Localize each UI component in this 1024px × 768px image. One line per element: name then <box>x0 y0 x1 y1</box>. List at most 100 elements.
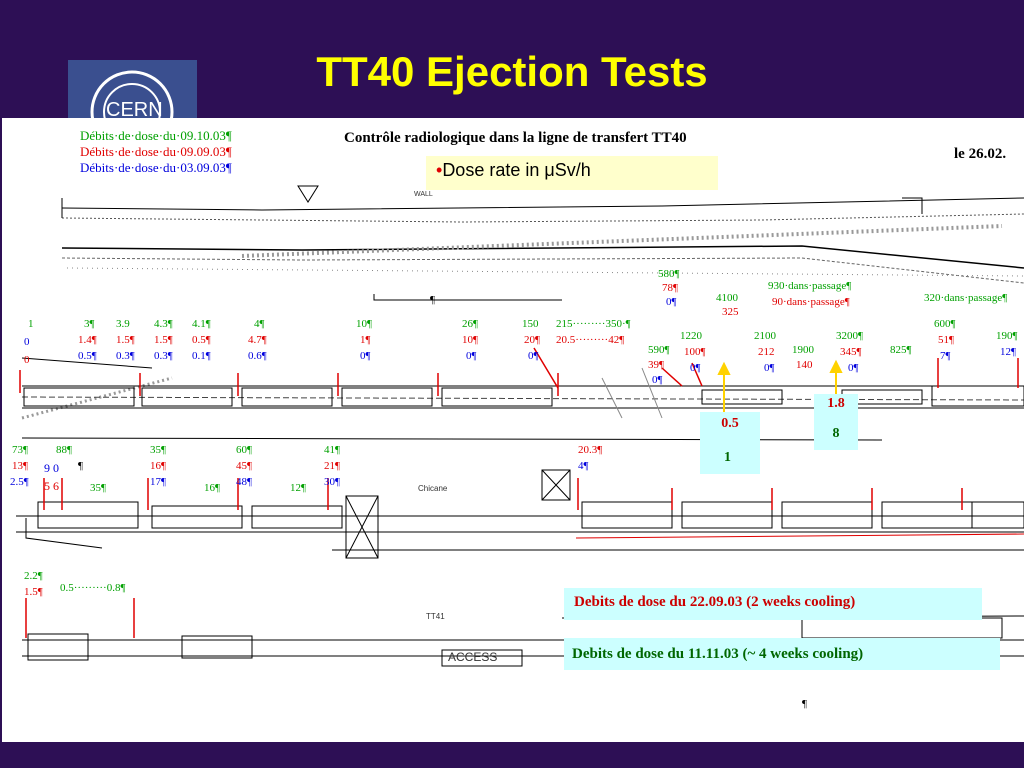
reading-blue: 0¶ <box>666 296 677 308</box>
reading-blue: 0¶ <box>360 350 371 362</box>
tt41-label: TT41 <box>426 612 445 621</box>
reading-green: 0.5·········0.8¶ <box>60 582 126 594</box>
reading-green: 12¶ <box>290 482 306 494</box>
reading-blue: 0.6¶ <box>248 350 267 362</box>
wall-label: WALL <box>414 191 433 198</box>
reading-blue: 0.3¶ <box>154 350 173 362</box>
reading-red: 100¶ <box>684 346 706 358</box>
reading-red: 20¶ <box>524 334 540 346</box>
reading-blue: 0¶ <box>764 362 775 374</box>
reading-green: 88¶ <box>56 444 72 456</box>
reading-green: 35¶ <box>150 444 166 456</box>
cern-logo-text: CERN <box>106 99 163 120</box>
reading-blue: 0.3¶ <box>116 350 135 362</box>
reading-red: 212 <box>758 346 775 358</box>
reading-green: 16¶ <box>204 482 220 494</box>
legend-item: Débits·de·dose·du·03.09.03¶ <box>80 160 232 175</box>
reading-red: 20.3¶ <box>578 444 603 456</box>
dose-rate-unit: Dose rate in μSv/h <box>442 160 591 180</box>
reading-red: 20.5·········42¶ <box>556 334 625 346</box>
reading-green: 4100 <box>716 292 738 304</box>
reading-red: 13¶ <box>12 460 28 472</box>
pilcrow-mark: ¶ <box>78 460 83 472</box>
reading-red: 345¶ <box>840 346 862 358</box>
document-title: Contrôle radiologique dans la ligne de t… <box>344 130 687 146</box>
reading-green: 41¶ <box>324 444 340 456</box>
reading-red: 325 <box>722 306 739 318</box>
reading-red: 140 <box>796 359 813 371</box>
box-value-green: 8 <box>832 426 840 441</box>
reading-red: 1.5¶ <box>24 586 43 598</box>
reading-red: 0 <box>24 354 30 366</box>
reading-green: 73¶ <box>12 444 28 456</box>
cern-logo: CERN <box>68 60 197 120</box>
reading-blue: 0¶ <box>690 362 701 374</box>
reading-green: 4.1¶ <box>192 318 211 330</box>
reading-blue: 0.1¶ <box>192 350 211 362</box>
legend-item: Débits·de·dose·du·09.10.03¶ <box>80 128 232 143</box>
reading-green: 3.9 <box>116 318 130 330</box>
reading-green: 3¶ <box>84 318 95 330</box>
measurement-box: 1.8 8 <box>814 394 858 450</box>
passage-reading-green: 930·dans·passage¶ <box>768 280 852 292</box>
reading-green: 1 <box>28 318 34 330</box>
reading-green: 1900 <box>792 344 814 356</box>
chicane-label: Chicane <box>418 484 448 493</box>
reading-red: 0.5¶ <box>192 334 211 346</box>
reading-green: 26¶ <box>462 318 478 330</box>
reading-green: 825¶ <box>890 344 912 356</box>
passage-reading-red: 90·dans·passage¶ <box>772 296 850 308</box>
reading-blue: 2.5¶ <box>10 476 29 488</box>
dose-rate-note: •Dose rate in μSv/h <box>426 156 718 190</box>
reading-red: 51¶ <box>938 334 954 346</box>
reading-red: 45¶ <box>236 460 252 472</box>
legend-item: Débits·de·dose·du·09.09.03¶ <box>80 144 232 159</box>
reading-red: 78¶ <box>662 282 678 294</box>
document-date: le 26.02. <box>954 146 1007 162</box>
reading-green: 215·········350·¶ <box>556 318 631 330</box>
passage-reading-green: 320·dans·passage¶ <box>924 292 1008 304</box>
reading-red: 1¶ <box>360 334 371 346</box>
reading-blue: 0 <box>24 336 30 348</box>
reading-red: 39¶ <box>648 359 664 371</box>
reading-green: 580¶ <box>658 268 680 280</box>
reading-blue: 0¶ <box>652 374 663 386</box>
reading-red: 1.5¶ <box>154 334 173 346</box>
reading-green: 4¶ <box>254 318 265 330</box>
reading-green: 590¶ <box>648 344 670 356</box>
measurement-box: 0.5 <box>700 412 760 474</box>
caption-22-09-03: Debits de dose du 22.09.03 (2 weeks cool… <box>564 588 982 620</box>
access-label: ACCESS <box>448 650 498 664</box>
reading-blue: 0¶ <box>528 350 539 362</box>
reading-green: 600¶ <box>934 318 956 330</box>
reading-blue: 0.5¶ <box>78 350 97 362</box>
reading-red: 10¶ <box>462 334 478 346</box>
reading-blue: 0¶ <box>848 362 859 374</box>
reading-blue: 48¶ <box>236 476 252 488</box>
legend: Débits·de·dose·du·09.10.03¶ Débits·de·do… <box>80 128 232 176</box>
box-value-red: 0.5 <box>721 416 739 431</box>
reading-blue: 9 0 <box>44 461 59 475</box>
reading-red: 5 6 <box>44 479 59 493</box>
reading-green: 3200¶ <box>836 330 863 342</box>
tunnel-schematic <box>16 185 1024 667</box>
reading-blue: 0¶ <box>466 350 477 362</box>
reading-blue: 30¶ <box>324 476 340 488</box>
reading-green: 1220 <box>680 330 702 342</box>
reading-green: 2.2¶ <box>24 570 43 582</box>
reading-green: 4.3¶ <box>154 318 173 330</box>
reading-blue: 17¶ <box>150 476 166 488</box>
pilcrow-mark: ¶ <box>802 698 807 710</box>
reading-red: 16¶ <box>150 460 166 472</box>
bullet: • <box>436 160 443 180</box>
reading-green: 150 <box>522 318 539 330</box>
box-value-red: 1.8 <box>827 396 845 411</box>
reading-blue: 12¶ <box>1000 346 1016 358</box>
slide-title: TT40 Ejection Tests <box>316 48 708 95</box>
reading-red: 1.5¶ <box>116 334 135 346</box>
reading-green: 35¶ <box>90 482 106 494</box>
pilcrow-mark: ¶ <box>430 294 435 306</box>
reading-red: 4.7¶ <box>248 334 267 346</box>
box-value-green: 1 <box>724 450 731 465</box>
caption-11-11-03: Debits de dose du 11.11.03 (~ 4 weeks co… <box>564 638 1000 670</box>
